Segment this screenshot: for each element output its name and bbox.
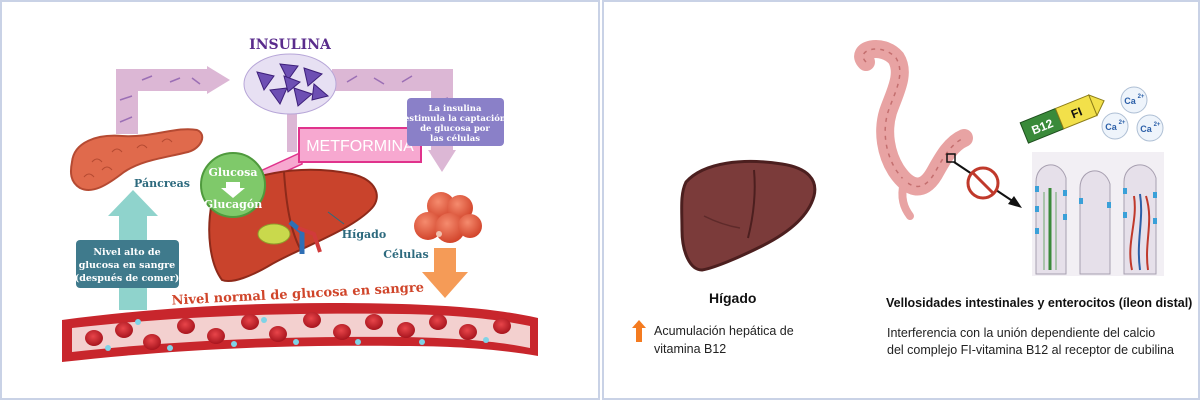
b12-fi-complex: B12 FI	[1019, 94, 1105, 144]
insulin-note-line: estimula la captación	[404, 113, 506, 124]
intestine-icon	[854, 40, 973, 220]
note-line: Acumulación hepática de	[654, 324, 794, 338]
pancreas-icon	[70, 128, 204, 191]
note-line: vitamina B12	[654, 342, 727, 356]
calcium-interference-note: Interferencia con la unión dependiente d…	[887, 325, 1187, 359]
ca-label: Ca	[1124, 96, 1136, 106]
insulin-note-line: las células	[430, 133, 480, 144]
high-glucose-line: Nivel alto de	[93, 247, 160, 258]
metformina-label-box: METFORMINA	[230, 127, 422, 193]
high-glucose-box: Nivel alto de glucosa en sangre (después…	[75, 240, 180, 288]
insulin-molecules-icon	[243, 53, 337, 115]
metformin-glucose-panel: INSULINA METFORMINA	[0, 0, 600, 400]
glucose-glucagon-badge: Glucosa Glucagón	[200, 152, 266, 218]
b12-accumulation-note: Acumulación hepática de vitamina B12	[654, 322, 834, 358]
ca-charge: 2+	[1138, 94, 1145, 100]
ca-label: Ca	[1105, 122, 1117, 132]
ca-charge: 2+	[1119, 120, 1126, 126]
fi-label: FI	[1069, 104, 1084, 121]
glucose-label: Glucosa	[209, 166, 258, 179]
high-glucose-line: (después de comer)	[75, 273, 180, 284]
calcium-ions: Ca 2+ Ca 2+ Ca 2+	[1101, 86, 1164, 142]
insulin-note-line: de glucosa por	[420, 124, 490, 134]
metformina-label: METFORMINA	[306, 138, 414, 155]
liver-title: Hígado	[709, 290, 757, 306]
glucagon-label: Glucagón	[204, 198, 262, 211]
vitamin-b12-panel: B12 FI Ca 2+ Ca 2+ Ca 2+	[602, 0, 1200, 400]
ca-label: Ca	[1140, 124, 1152, 134]
villi-icon	[1032, 152, 1164, 276]
pancreas-label: Páncreas	[134, 177, 190, 190]
insulin-loop-arrow	[116, 66, 456, 172]
blood-vessel-icon	[62, 302, 538, 362]
insulin-note-box: La insulina estimula la captación de glu…	[404, 98, 506, 146]
note-line: del complejo FI-vitamina B12 al receptor…	[887, 343, 1174, 357]
villi-title: Vellosidades intestinales y enterocitos …	[886, 296, 1193, 310]
cells-down-arrow	[422, 248, 468, 298]
liver-icon	[680, 159, 817, 272]
insulin-title: INSULINA	[249, 37, 332, 53]
b12-diagram: B12 FI Ca 2+ Ca 2+ Ca 2+	[680, 40, 1164, 276]
cells-icon	[414, 192, 482, 243]
up-arrow-icon	[632, 320, 646, 342]
high-glucose-line: glucosa en sangre	[79, 260, 175, 271]
note-line: Interferencia con la unión dependiente d…	[887, 326, 1156, 340]
insulin-note-line: La insulina	[429, 104, 482, 114]
cells-label: Células	[383, 248, 428, 261]
metformin-diagram: INSULINA METFORMINA	[62, 37, 538, 362]
down-arrow-icon	[221, 182, 245, 198]
ca-charge: 2+	[1154, 122, 1161, 128]
liver-label: Hígado	[342, 228, 386, 241]
blocked-absorption-arrow	[946, 153, 1022, 208]
